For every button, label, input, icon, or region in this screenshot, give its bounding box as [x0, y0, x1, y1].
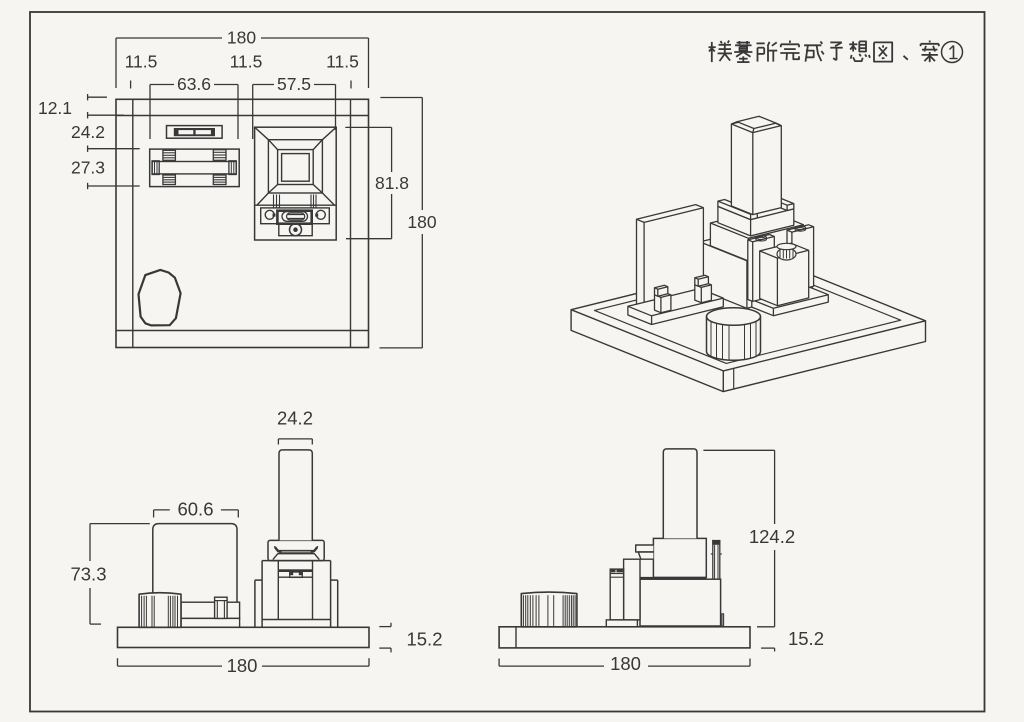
svg-text:180: 180	[407, 212, 436, 232]
svg-text:73.3: 73.3	[70, 564, 106, 585]
svg-text:81.8: 81.8	[375, 173, 409, 193]
svg-text:27.3: 27.3	[71, 158, 105, 178]
svg-text:124.2: 124.2	[749, 526, 795, 547]
svg-text:180: 180	[227, 655, 258, 676]
svg-text:180: 180	[610, 653, 641, 674]
svg-text:60.6: 60.6	[177, 499, 213, 520]
svg-text:12.1: 12.1	[38, 98, 72, 118]
svg-text:24.2: 24.2	[277, 408, 313, 429]
svg-text:15.2: 15.2	[788, 628, 824, 649]
svg-text:15.2: 15.2	[406, 629, 442, 650]
svg-text:11.5: 11.5	[230, 52, 263, 72]
svg-text:24.2: 24.2	[71, 122, 105, 142]
svg-text:11.5: 11.5	[125, 52, 158, 72]
svg-text:11.5: 11.5	[326, 52, 359, 72]
svg-text:180: 180	[227, 28, 256, 48]
svg-text:57.5: 57.5	[277, 74, 311, 94]
svg-text:63.6: 63.6	[177, 74, 211, 94]
